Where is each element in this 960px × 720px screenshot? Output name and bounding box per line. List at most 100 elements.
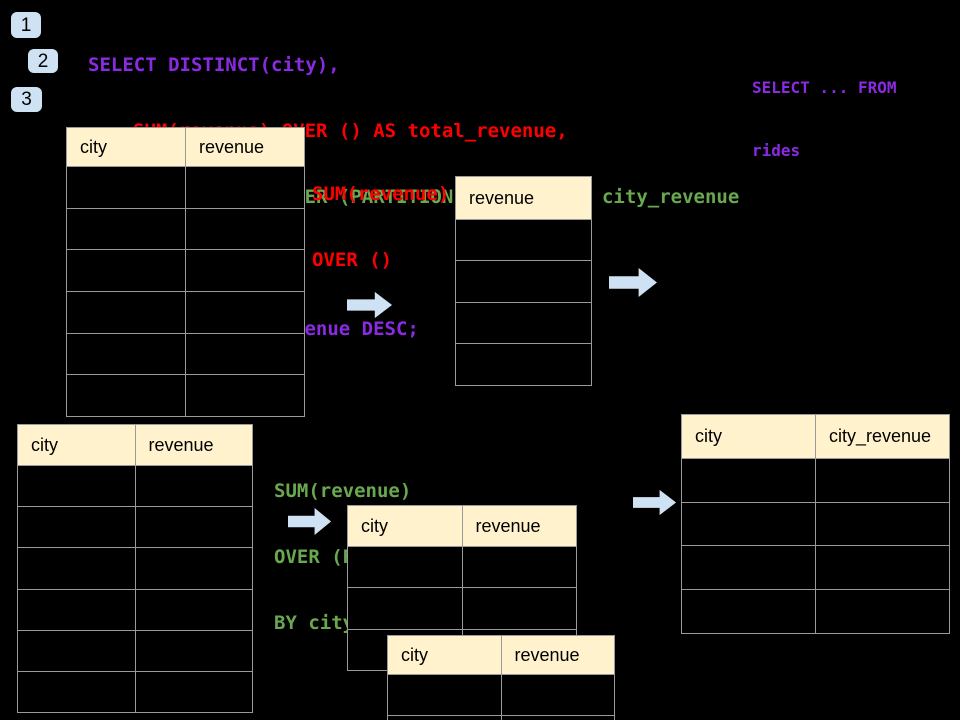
table-row: [456, 219, 591, 260]
table-row: [348, 587, 577, 629]
step-badge-3: 3: [11, 87, 42, 112]
table-row: [456, 260, 591, 301]
table-row: [67, 374, 304, 417]
table-cell-empty: [134, 630, 253, 671]
table-header-row: city revenue: [67, 128, 304, 166]
table-row: [18, 465, 252, 507]
table-cell-empty: [682, 590, 815, 633]
table-header-row: city revenue: [18, 425, 252, 465]
table-cell-empty: [18, 548, 135, 588]
column-header-revenue: revenue: [469, 187, 535, 208]
table-cell-empty: [682, 459, 815, 502]
table-cell-empty: [134, 548, 253, 589]
table-cell-empty: [500, 675, 615, 715]
column-header-city: city: [401, 644, 428, 665]
table-header-row: city revenue: [388, 636, 614, 674]
table-cell-empty: [456, 344, 591, 384]
annotation-line: SUM(revenue): [312, 183, 450, 205]
table-total-revenue: revenue: [455, 176, 592, 386]
table-row: [18, 670, 252, 713]
table-row: [67, 166, 304, 208]
table-body: [456, 219, 591, 385]
column-header-city: city: [31, 434, 58, 455]
table-cell-empty: [388, 675, 501, 715]
table-row: [18, 629, 253, 671]
from-rides-note: SELECT ... FROM rides: [752, 35, 897, 203]
table-row: [67, 249, 304, 292]
table-cell-empty: [67, 375, 185, 416]
table-header-row: city city_revenue: [682, 415, 949, 458]
table-cell-empty: [67, 292, 185, 333]
column-header-revenue: revenue: [134, 425, 253, 465]
table-cell-empty: [815, 459, 949, 502]
table-cell-empty: [185, 250, 304, 292]
table-cell-empty: [67, 209, 185, 250]
table-row: [682, 589, 949, 633]
column-header-city-revenue: city_revenue: [815, 415, 949, 458]
sql-line-select: SELECT DISTINCT(city),: [88, 54, 340, 76]
column-header-revenue: revenue: [185, 128, 304, 166]
table-row: [18, 506, 253, 548]
column-header-city: city: [80, 136, 107, 157]
table-row: [67, 332, 304, 375]
table-cell-empty: [815, 546, 949, 590]
table-cell-empty: [67, 167, 185, 208]
table-row: [388, 674, 614, 715]
table-cell-empty: [18, 631, 135, 671]
flow-arrow-right-icon: [609, 267, 658, 298]
table-cell-empty: [185, 375, 304, 417]
table-row: [682, 501, 949, 546]
table-row: [348, 546, 577, 588]
table-cell-empty: [815, 590, 949, 633]
table-cell-empty: [18, 590, 135, 630]
table-row: [67, 207, 304, 250]
table-cell-empty: [815, 502, 949, 546]
flow-arrow-right-icon: [633, 489, 677, 516]
table-source-bottom: city revenue: [17, 424, 253, 714]
table-row: [456, 301, 591, 343]
table-row: [456, 343, 591, 384]
table-cell-empty: [348, 588, 462, 628]
table-cell-empty: [134, 507, 253, 548]
table-cell-empty: [461, 547, 577, 588]
table-cell-empty: [348, 547, 462, 587]
table-cell-empty: [67, 250, 185, 291]
annotation-line: OVER (): [312, 249, 393, 271]
table-body: [67, 166, 304, 417]
table-cell-empty: [456, 261, 591, 301]
table-cell-empty: [185, 292, 304, 333]
table-body: [388, 674, 614, 720]
column-header-revenue: revenue: [500, 636, 615, 674]
column-header-revenue: revenue: [461, 506, 577, 546]
table-cell-empty: [134, 589, 253, 630]
table-cell-empty: [682, 503, 815, 546]
table-partition-second: city revenue: [387, 635, 615, 720]
flow-arrow-right-icon: [288, 507, 332, 536]
table-cell-empty: [461, 588, 577, 629]
table-row: [682, 545, 949, 590]
from-note-line: rides: [752, 141, 801, 160]
table-row: [67, 291, 304, 333]
column-header-city: city: [695, 426, 722, 446]
from-note-line: SELECT ... FROM: [752, 78, 897, 97]
table-row: [682, 458, 949, 502]
table-body: [682, 458, 949, 633]
table-cell-empty: [67, 334, 185, 375]
table-cell-empty: [388, 716, 501, 720]
table-cell-empty: [456, 220, 591, 260]
table-header-row: revenue: [456, 177, 591, 219]
table-cell-empty: [185, 167, 304, 208]
table-header-row: city revenue: [348, 506, 576, 546]
annotation-line: SUM(revenue): [274, 480, 412, 502]
table-cell-empty: [682, 546, 815, 589]
table-cell-empty: [18, 507, 135, 547]
table-row: [18, 547, 253, 589]
table-cell-empty: [500, 716, 615, 720]
step-badge-1: 1: [11, 12, 41, 38]
table-source-top: city revenue: [66, 127, 305, 418]
table-cell-empty: [185, 208, 304, 250]
table-row: [388, 715, 614, 720]
table-cell-empty: [18, 466, 135, 506]
table-row: [18, 588, 253, 630]
